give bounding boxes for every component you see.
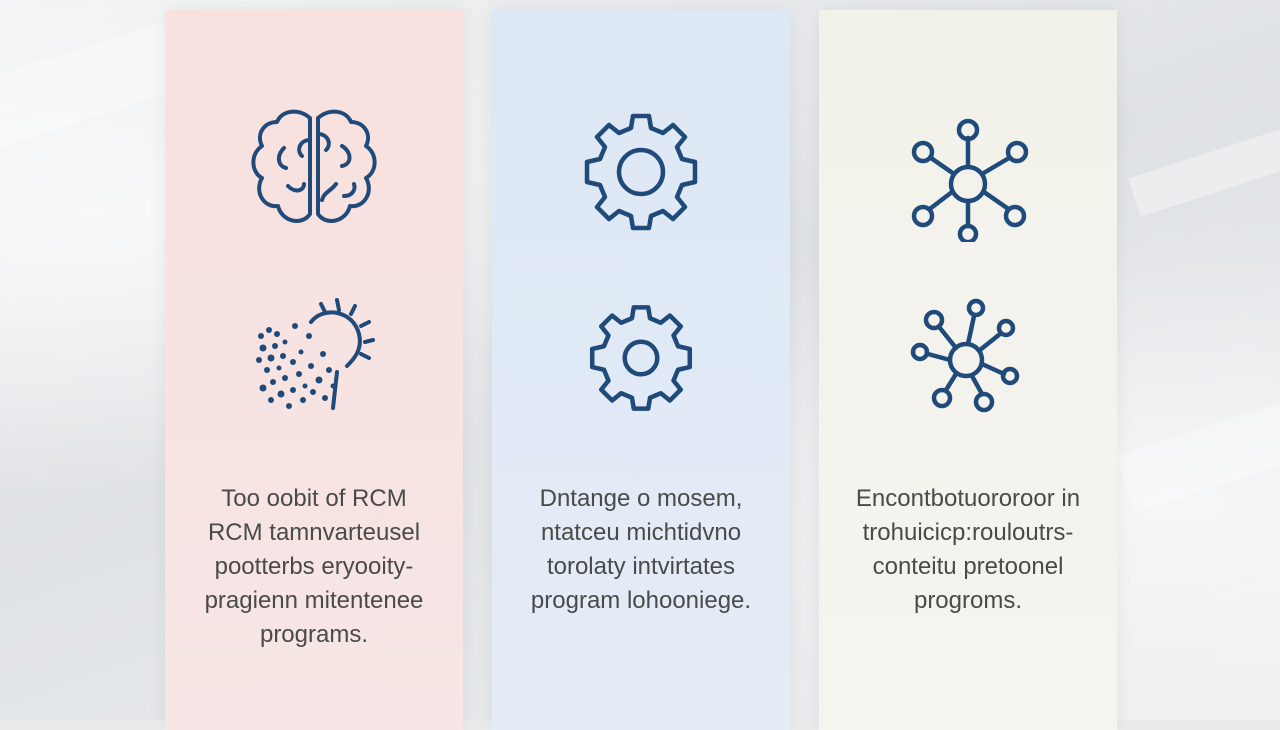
text-line: program lohooniege. [530, 587, 752, 614]
panel-1-description: Too oobit of RCM RCM tamnvarteusel poott… [179, 482, 449, 652]
panel-2-description: Dntange o mosem, ntatceu michtidvno toro… [506, 482, 776, 618]
feature-panel-2: Dntange o mosem, ntatceu michtidvno toro… [492, 10, 790, 730]
text-line: conteitu pretoonel [872, 553, 1064, 580]
text-line: pragienn mitentenee [204, 587, 424, 614]
text-line: pootterbs eryooity- [214, 553, 414, 580]
panel-3-description: Encontbotuororoor in trohuicicp:rouloutr… [833, 482, 1103, 618]
network-icon [908, 298, 1028, 416]
text-line: RCM tamnvarteusel [207, 519, 421, 546]
text-line: trohuicicp:rouloutrs- [862, 519, 1074, 546]
text-line: ntatceu michtidvno [540, 519, 742, 546]
network-icon [903, 112, 1033, 242]
text-line: programs. [259, 621, 369, 648]
text-line: torolaty intvirtates [546, 553, 736, 580]
brain-icon [244, 100, 384, 240]
text-line: Too oobit of RCM [221, 485, 407, 512]
text-line: progroms. [913, 587, 1023, 614]
gear-icon [585, 302, 697, 414]
feature-panel-3: Encontbotuororoor in trohuicicp:rouloutr… [819, 10, 1117, 730]
particles-bulb-icon [249, 296, 379, 420]
gear-icon [579, 110, 703, 234]
text-line: Dntange o mosem, [539, 485, 743, 512]
text-line: Encontbotuororoor in [855, 485, 1081, 512]
feature-panel-1: Too oobit of RCM RCM tamnvarteusel poott… [165, 10, 463, 730]
